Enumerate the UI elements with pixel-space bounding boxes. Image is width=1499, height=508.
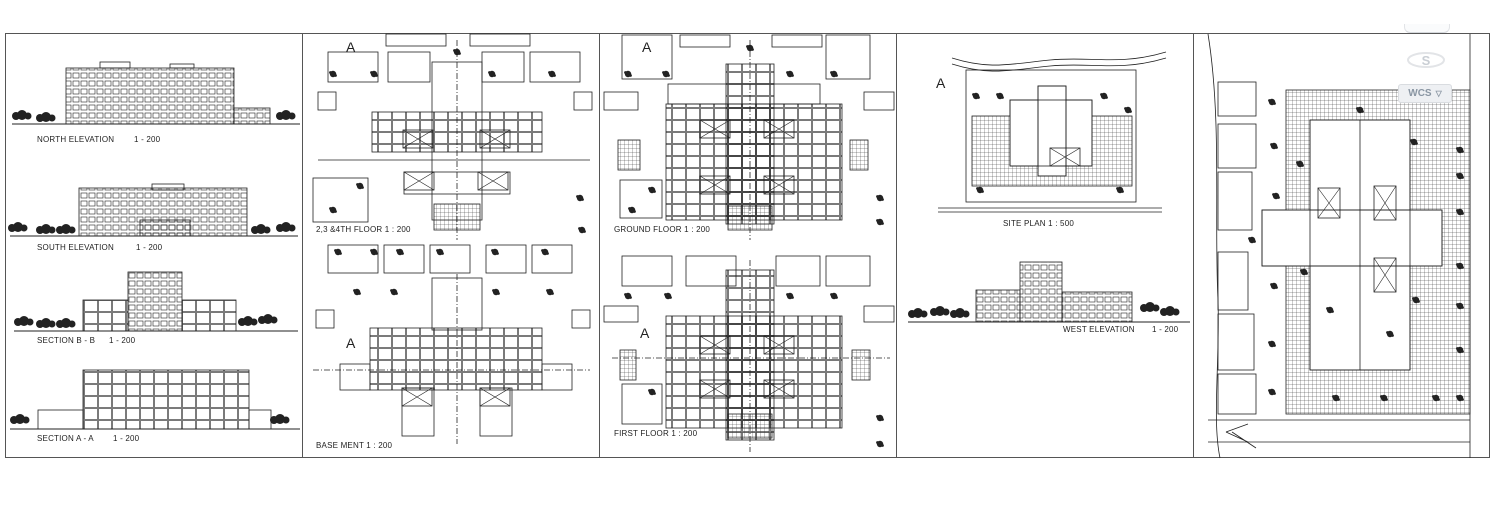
- wcs-dropdown[interactable]: WCS ▽: [1398, 84, 1452, 103]
- section-bb-scale: 1 - 200: [109, 336, 136, 345]
- south-elevation-drawing: [8, 183, 298, 237]
- first-floor-label: FIRST FLOOR 1 : 200: [614, 429, 698, 438]
- zoomed-site-plan: [1207, 33, 1471, 459]
- first-floor-plan: A: [603, 260, 895, 452]
- section-bb-drawing: [14, 271, 298, 332]
- basement-label: BASE MENT 1 : 200: [316, 441, 393, 450]
- site-plan-label: SITE PLAN 1 : 500: [1003, 219, 1074, 228]
- floor-234-label: 2,3 &4TH FLOOR 1 : 200: [316, 225, 411, 234]
- north-elevation-label: NORTH ELEVATION: [37, 135, 114, 144]
- north-elevation-drawing: [12, 61, 300, 125]
- north-elevation-scale: 1 - 200: [134, 135, 161, 144]
- west-elevation-drawing: [908, 261, 1190, 323]
- viewcube-compass-ring[interactable]: [1404, 24, 1450, 33]
- wcs-label: WCS: [1408, 88, 1432, 99]
- section-aa-drawing: [10, 369, 300, 430]
- section-bb-label: SECTION B - B: [37, 336, 95, 345]
- compass-direction-label: S: [1422, 53, 1431, 68]
- west-elevation-scale: 1 - 200: [1152, 325, 1179, 334]
- svg-text:A: A: [346, 39, 356, 55]
- section-aa-label: SECTION A - A: [37, 434, 94, 443]
- upper-floor-plan: A: [312, 33, 593, 274]
- svg-text:A: A: [640, 325, 650, 341]
- section-aa-scale: 1 - 200: [113, 434, 140, 443]
- west-elevation-label: WEST ELEVATION: [1063, 325, 1135, 334]
- south-elevation-label: SOUTH ELEVATION: [37, 243, 114, 252]
- site-plan-drawing: A: [936, 51, 1167, 213]
- svg-text:A: A: [642, 39, 652, 55]
- ground-floor-plan: A: [603, 34, 895, 287]
- svg-text:A: A: [936, 75, 946, 91]
- viewcube-compass[interactable]: S: [1405, 40, 1447, 80]
- sheet-frame: [5, 33, 1490, 458]
- chevron-down-icon: ▽: [1435, 89, 1442, 98]
- basement-plan: A: [313, 274, 591, 444]
- ground-floor-label: GROUND FLOOR 1 : 200: [614, 225, 710, 234]
- svg-text:A: A: [346, 335, 356, 351]
- south-elevation-scale: 1 - 200: [136, 243, 163, 252]
